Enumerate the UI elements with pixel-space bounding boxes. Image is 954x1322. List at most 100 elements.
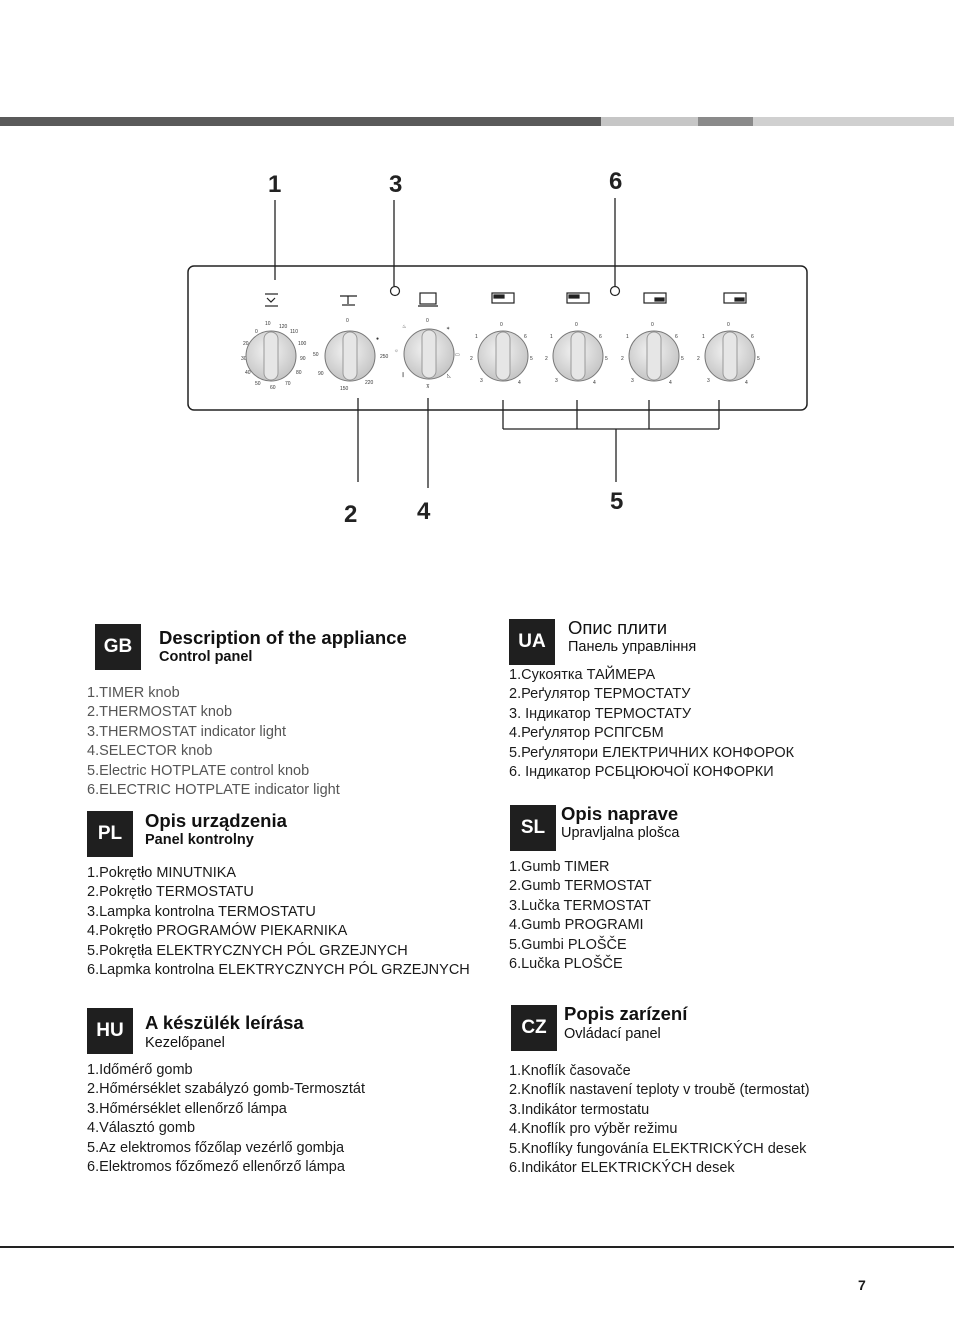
svg-text:⊼: ⊼ xyxy=(426,384,430,390)
svg-text:50: 50 xyxy=(255,381,261,387)
list-item: 2.THERMOSTAT knob xyxy=(87,704,233,721)
svg-text:2: 2 xyxy=(621,356,624,362)
hotplate-knob-3[interactable] xyxy=(628,330,680,382)
svg-text:10: 10 xyxy=(265,321,271,327)
section-title-gb: Description of the appliance xyxy=(159,627,407,648)
svg-text:150: 150 xyxy=(340,386,349,392)
header-bar-dark xyxy=(0,117,601,126)
svg-text:✶: ✶ xyxy=(446,326,450,332)
hotplate-knob-4[interactable] xyxy=(704,330,756,382)
svg-text:0: 0 xyxy=(255,329,258,335)
svg-text:70: 70 xyxy=(285,381,291,387)
svg-text:50: 50 xyxy=(313,352,319,358)
footer-rule xyxy=(0,1246,954,1248)
list-item: 1.Időmérő gomb xyxy=(87,1062,193,1078)
callout-4: 4 xyxy=(417,498,431,525)
header-bar-light-end xyxy=(753,117,954,126)
svg-text:110: 110 xyxy=(290,329,298,335)
svg-text:∥: ∥ xyxy=(402,372,405,378)
svg-text:100: 100 xyxy=(298,341,307,347)
thermostat-knob[interactable] xyxy=(324,330,376,382)
svg-text:4: 4 xyxy=(745,380,748,386)
item-list-pl: 1.Pokrętło MINUTNIKA 2.Pokrętło TERMOSTA… xyxy=(87,864,470,980)
language-badge-gb: GB xyxy=(95,624,141,670)
hotplate-icon-4 xyxy=(723,292,747,304)
list-item: 1.Сукоятка ТАЙМЕРА xyxy=(509,667,656,683)
section-title-cz: Popis zarízení xyxy=(564,1003,688,1024)
list-item: 5.Az elektromos főzőlap vezérlő gombja xyxy=(87,1139,345,1156)
list-item: 6.Elektromos főzőmező ellenőrző lámpa xyxy=(87,1159,345,1176)
list-item: 2.Реґулятор ТЕРМОСТАТУ xyxy=(509,686,691,703)
list-item: 1.Knoflík časovače xyxy=(509,1063,631,1079)
svg-text:2: 2 xyxy=(697,356,700,362)
item-list-ua: 1.Сукоятка ТАЙМЕРА 2.Реґулятор ТЕРМОСТАТ… xyxy=(509,666,794,782)
list-item: 2.Hőmérséklet szabályzó gomb-Termosztát xyxy=(87,1081,366,1098)
svg-text:0: 0 xyxy=(651,322,654,328)
list-item: 3.Indikátor termostatu xyxy=(509,1101,650,1118)
svg-text:6: 6 xyxy=(599,334,602,340)
svg-text:1: 1 xyxy=(702,334,705,340)
language-badge-ua: UA xyxy=(509,619,555,665)
list-item: 1.Pokrętło MINUTNIKA xyxy=(87,865,237,881)
svg-text:60: 60 xyxy=(270,385,276,391)
hotplate-knob-1[interactable] xyxy=(477,330,529,382)
svg-text:◺: ◺ xyxy=(447,373,451,379)
selector-knob[interactable] xyxy=(403,328,455,380)
svg-text:0: 0 xyxy=(727,322,730,328)
list-item: 3.Lučka TERMOSTAT xyxy=(509,897,651,914)
section-title-ua: Опис плити xyxy=(568,617,668,638)
list-item: 1.TIMER knob xyxy=(87,685,180,701)
language-badge-hu: HU xyxy=(87,1008,133,1054)
svg-text:▭: ▭ xyxy=(455,352,460,358)
svg-text:5: 5 xyxy=(530,356,533,362)
selector-dial-scale: 0♨☼ ✶▭∥ ⊼◺ xyxy=(394,318,460,390)
list-item: 5.Gumbi PLOŠČE xyxy=(509,936,627,953)
svg-text:3: 3 xyxy=(707,378,710,384)
list-item: 5.Реґулятори ЕЛЕКТРИЧНИХ КОНФОРОК xyxy=(509,744,795,761)
svg-text:3: 3 xyxy=(555,378,558,384)
section-subtitle-gb: Control panel xyxy=(159,649,253,665)
svg-text:4: 4 xyxy=(669,380,672,386)
svg-text:2: 2 xyxy=(545,356,548,362)
section-subtitle-pl: Panel kontrolny xyxy=(145,832,254,848)
svg-text:250: 250 xyxy=(380,354,389,360)
callout-5: 5 xyxy=(610,488,623,515)
svg-text:4: 4 xyxy=(593,380,596,386)
callout-2: 2 xyxy=(344,501,357,528)
list-item: 2.Pokrętło TERMOSTATU xyxy=(87,884,254,901)
header-bar-mid xyxy=(698,117,753,126)
svg-text:220: 220 xyxy=(365,380,374,386)
svg-text:0: 0 xyxy=(575,322,578,328)
svg-text:80: 80 xyxy=(296,370,302,376)
svg-text:5: 5 xyxy=(605,356,608,362)
svg-text:4: 4 xyxy=(518,380,521,386)
svg-text:0: 0 xyxy=(426,318,429,324)
callout-3: 3 xyxy=(389,171,402,198)
svg-text:90: 90 xyxy=(300,356,306,362)
svg-text:2: 2 xyxy=(470,356,473,362)
thermostat-indicator-light xyxy=(389,285,401,297)
list-item: 5.Electric HOTPLATE control knob xyxy=(87,762,310,779)
list-item: 6.Indikátor ELEKTRICKÝCH desek xyxy=(509,1160,735,1177)
svg-text:3: 3 xyxy=(480,378,483,384)
svg-text:1: 1 xyxy=(626,334,629,340)
svg-text:♨: ♨ xyxy=(402,324,406,330)
callout-6: 6 xyxy=(609,168,622,195)
item-list-sl: 1.Gumb TIMER 2.Gumb TERMOSTAT 3.Lučka TE… xyxy=(509,858,652,974)
list-item: 4.Gumb PROGRAMI xyxy=(509,917,644,934)
timer-icon xyxy=(265,293,278,307)
list-item: 6.ELECTRIC HOTPLATE indicator light xyxy=(87,782,340,799)
list-item: 3.Hőmérséklet ellenőrző lámpa xyxy=(87,1100,287,1117)
list-item: 6.Lučka PLOŠČE xyxy=(509,956,623,973)
hotplate-knob-2[interactable] xyxy=(552,330,604,382)
section-subtitle-hu: Kezelőpanel xyxy=(145,1035,225,1051)
item-list-gb: 1.TIMER knob 2.THERMOSTAT knob 3.THERMOS… xyxy=(87,684,340,800)
oven-program-icon xyxy=(418,292,438,307)
svg-text:●: ● xyxy=(376,336,379,342)
svg-text:6: 6 xyxy=(675,334,678,340)
section-subtitle-ua: Панель управління xyxy=(568,639,697,655)
item-list-cz: 1.Knoflík časovače 2.Knoflík nastavení t… xyxy=(509,1062,810,1178)
timer-knob[interactable] xyxy=(245,330,297,382)
